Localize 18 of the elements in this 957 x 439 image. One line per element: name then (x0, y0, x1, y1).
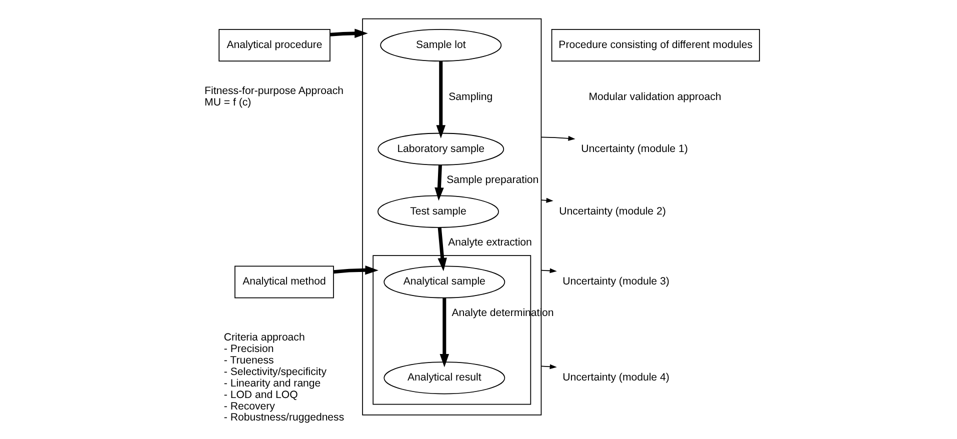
node-label: Criteria approach (224, 332, 305, 344)
node-label: - Linearity and range (224, 377, 321, 390)
edge-label: Sampling (448, 90, 493, 103)
node-label: - Trueness (224, 354, 274, 366)
node-label: - Selectivity/specificity (224, 366, 326, 378)
node-label: - Recovery (224, 400, 275, 412)
node-label: - LOD and LOQ (224, 388, 298, 401)
edge-label: Analyte extraction (448, 236, 532, 249)
node-text: Uncertainty (module 3) (562, 276, 670, 288)
node-label: - Robustness/ruggedness (224, 412, 344, 424)
node-label: - Precision (224, 343, 274, 356)
node-text: Uncertainty (module 1) (581, 142, 688, 155)
node-label: MU = f (c) (204, 96, 252, 109)
edge-label: Sample preparation (446, 174, 539, 186)
node-label: Fitness-for-purpose Approach (204, 85, 344, 98)
node-text: Uncertainty (module 2) (559, 205, 666, 218)
node-text: Uncertainty (module 4) (562, 372, 670, 384)
node-label: Modular validation approach (588, 90, 722, 103)
